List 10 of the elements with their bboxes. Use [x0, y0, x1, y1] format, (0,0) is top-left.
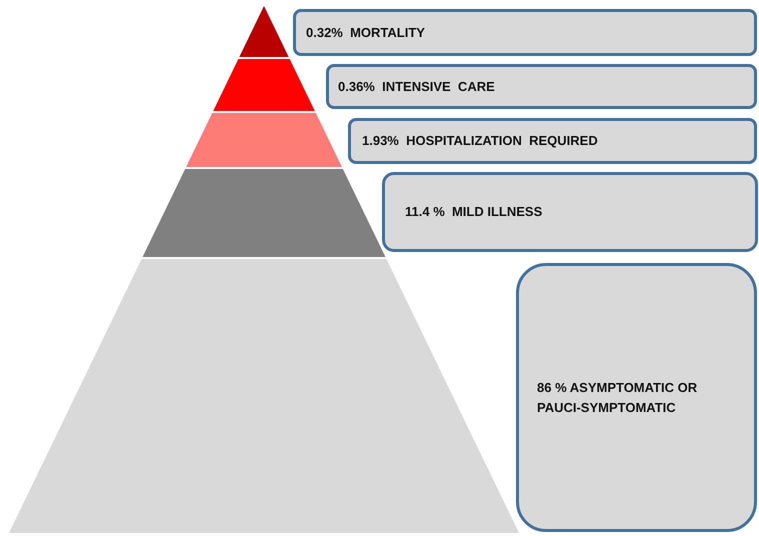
tier-label: 1.93% HOSPITALIZATION REQUIRED: [362, 132, 599, 150]
label-box: [516, 263, 757, 532]
tier-label: 11.4 % MILD ILLNESS: [405, 203, 544, 221]
tier-label: 0.36% INTENSIVE CARE: [338, 78, 496, 96]
tier-label: 0.32% MORTALITY: [306, 24, 426, 42]
tier-label: 86 % ASYMPTOMATIC OR PAUCI-SYMPTOMATIC: [537, 378, 698, 416]
label-box: [382, 172, 758, 252]
label-box: [293, 9, 757, 56]
label-box: [326, 64, 757, 109]
label-box: [348, 118, 757, 164]
